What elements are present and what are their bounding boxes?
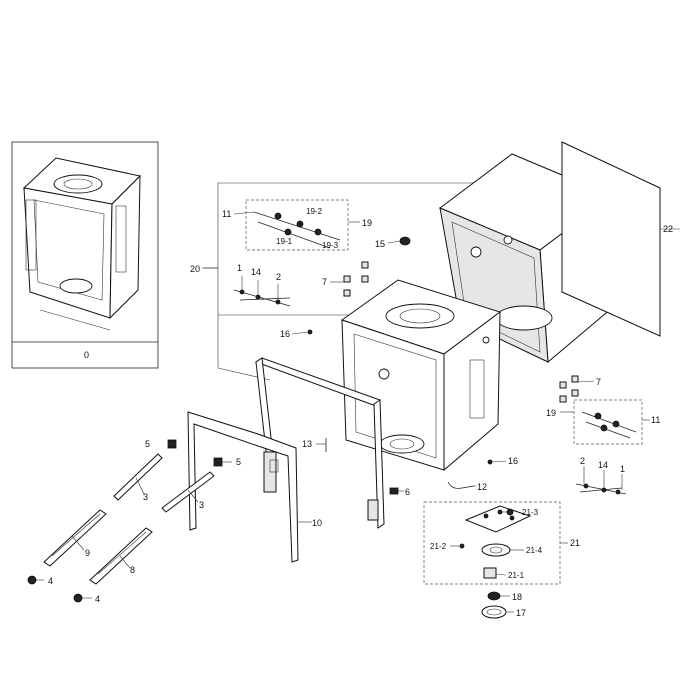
label-part-3-right: 3 (199, 500, 204, 510)
group-1-14-2-top (233, 289, 291, 307)
label-part-19-2: 19-2 (306, 207, 323, 216)
label-part-18: 18 (512, 592, 522, 602)
label-part-4-top: 4 (48, 576, 53, 586)
label-part-14-right: 14 (598, 460, 608, 470)
label-part-22: 22 (663, 224, 673, 234)
label-part-19-1: 19-1 (276, 237, 293, 246)
stopper-4-top (27, 575, 37, 585)
label-part-2-right: 2 (580, 456, 585, 466)
nozzle-15 (399, 236, 411, 246)
cap-18 (487, 591, 501, 601)
label-part-0: 0 (84, 350, 89, 360)
label-part-13: 13 (302, 439, 312, 449)
label-part-20: 20 (190, 264, 200, 274)
label-part-5-right: 5 (236, 457, 241, 467)
bracket-7-right (559, 375, 579, 403)
label-part-11-right: 11 (651, 415, 660, 425)
label-part-14-top: 14 (251, 267, 261, 277)
label-part-8: 8 (130, 565, 135, 575)
label-part-2-top: 2 (276, 272, 281, 282)
label-part-21: 21 (570, 538, 580, 548)
label-part-21-2: 21-2 (430, 542, 447, 551)
label-part-4-bottom: 4 (95, 594, 100, 604)
label-part-5-left: 5 (145, 439, 150, 449)
group-2-14-1-right (575, 483, 627, 495)
label-part-12: 12 (477, 482, 487, 492)
leader-lines (36, 211, 650, 613)
label-part-7-right: 7 (596, 377, 601, 387)
rail-3-right (161, 471, 215, 513)
hinge-bracket (263, 451, 279, 493)
inset-complete-tub-assembly (11, 141, 159, 369)
label-part-7-top: 7 (322, 277, 327, 287)
clip-5-right (213, 457, 223, 467)
label-part-16-top: 16 (280, 329, 290, 339)
label-part-21-3: 21-3 (522, 508, 539, 517)
label-part-16-right: 16 (508, 456, 518, 466)
label-part-10: 10 (312, 518, 322, 528)
label-part-6: 6 (405, 487, 410, 497)
screw-16-right (487, 459, 493, 465)
label-part-11-top: 11 (222, 209, 231, 219)
group-21-pump (423, 501, 561, 585)
main-tub (340, 279, 502, 472)
label-part-21-4: 21-4 (526, 546, 543, 555)
group-19-right (573, 399, 643, 445)
rail-8 (89, 527, 153, 585)
rail-3-left (113, 453, 163, 501)
rail-9 (43, 509, 107, 567)
label-part-1-top: 1 (237, 263, 242, 273)
label-part-19-top: 19 (362, 218, 372, 228)
screw-16-top (307, 329, 313, 335)
hose-12 (447, 481, 475, 489)
bracket-7-top (343, 261, 369, 297)
label-part-21-1: 21-1 (508, 571, 525, 580)
label-part-9: 9 (85, 548, 90, 558)
group-19-top (245, 199, 349, 251)
stopper-4-bottom (73, 593, 83, 603)
back-panel-22 (561, 141, 680, 337)
label-part-1-right: 1 (620, 464, 625, 474)
label-part-15: 15 (375, 239, 385, 249)
door-gasket-10 (187, 411, 312, 563)
label-part-19-3: 19-3 (322, 241, 339, 250)
label-part-19-right: 19 (546, 408, 556, 418)
label-part-17: 17 (516, 608, 526, 618)
label-part-3-left: 3 (143, 492, 148, 502)
screw-6 (389, 487, 399, 495)
ring-17 (481, 605, 507, 619)
